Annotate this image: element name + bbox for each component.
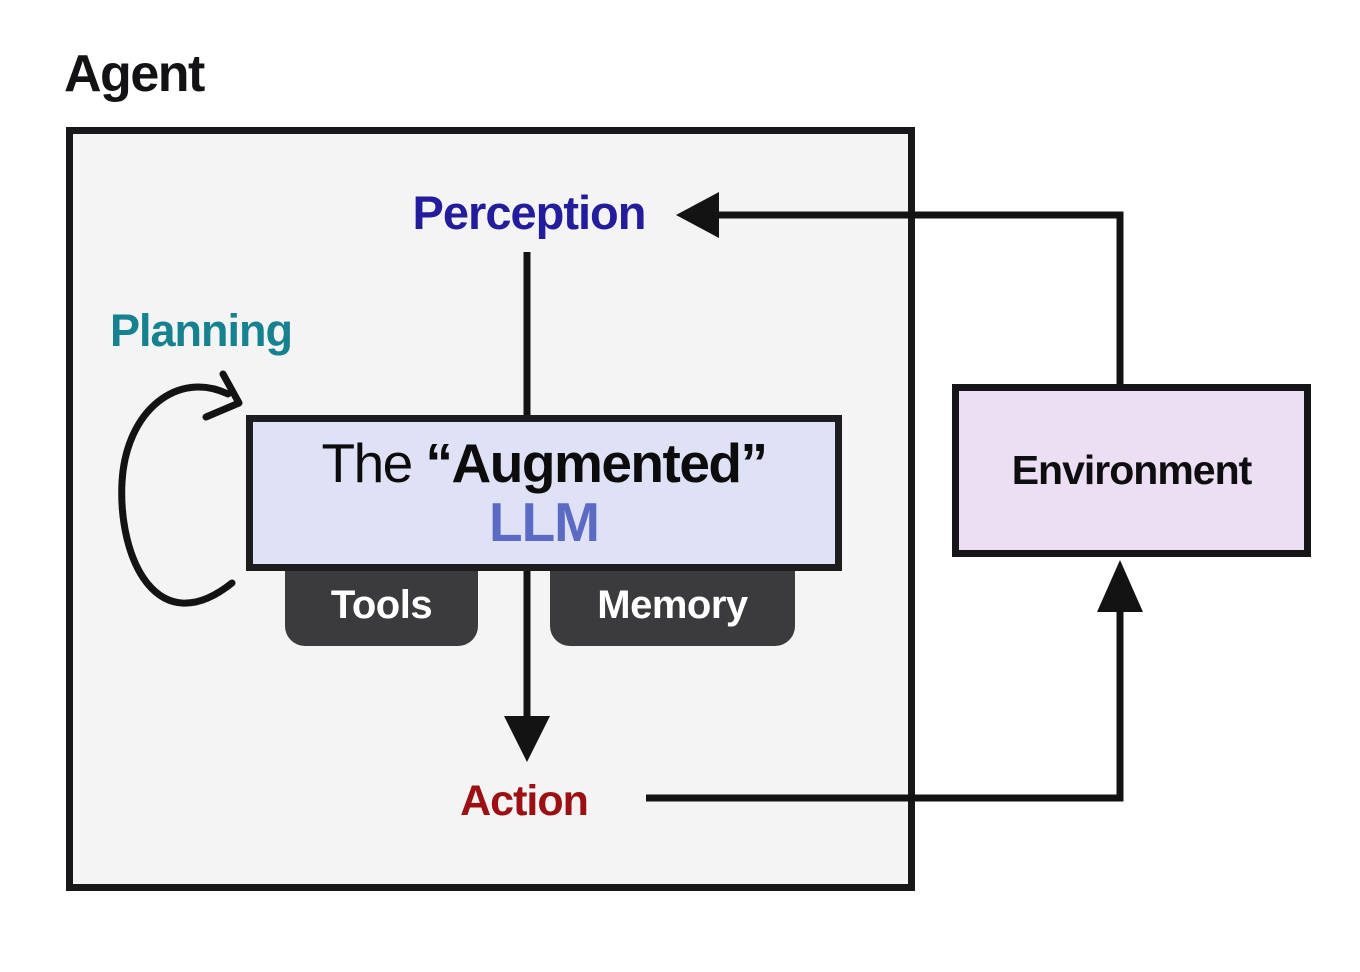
memory-tab-label: Memory [597,582,748,627]
environment-label: Environment [1011,447,1253,493]
llm-title-prefix: The [321,431,426,494]
tools-tab-label: Tools [330,582,433,627]
tools-tab: Tools [285,564,478,646]
llm-title-emphasis: “Augmented” [425,431,769,494]
perception-label: Perception [412,186,647,239]
planning-label: Planning [110,305,293,356]
up-arrowhead-icon [1097,560,1143,612]
llm-box-title: The “Augmented” [321,431,769,494]
agent-title: Agent [64,45,205,103]
action-label: Action [460,777,589,825]
memory-tab: Memory [550,564,795,646]
llm-box-subtitle: LLM [488,491,600,553]
augmented-llm-box: The “Augmented” LLM [246,415,842,571]
environment-box: Environment [952,384,1311,557]
